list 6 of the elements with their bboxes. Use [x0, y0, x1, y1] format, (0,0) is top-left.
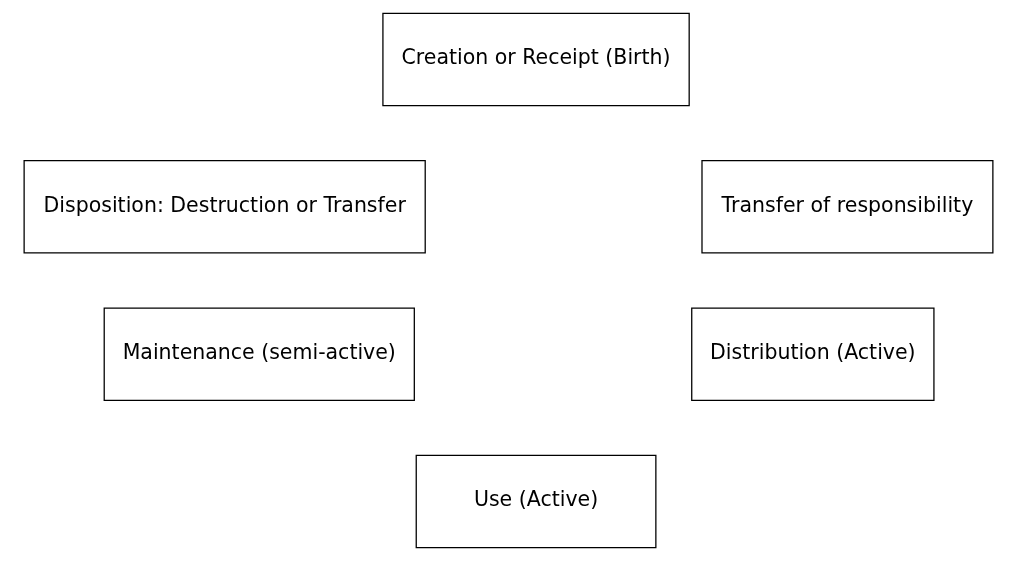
node-box: Disposition: Destruction or Transfer: [23, 160, 426, 254]
node-box: Transfer of responsibility: [700, 160, 993, 254]
node-box: Creation or Receipt (Birth): [381, 12, 690, 107]
node-box: Maintenance (semi-active): [103, 307, 415, 401]
node-box: Use (Active): [415, 454, 656, 549]
node-box: Distribution (Active): [690, 307, 935, 401]
